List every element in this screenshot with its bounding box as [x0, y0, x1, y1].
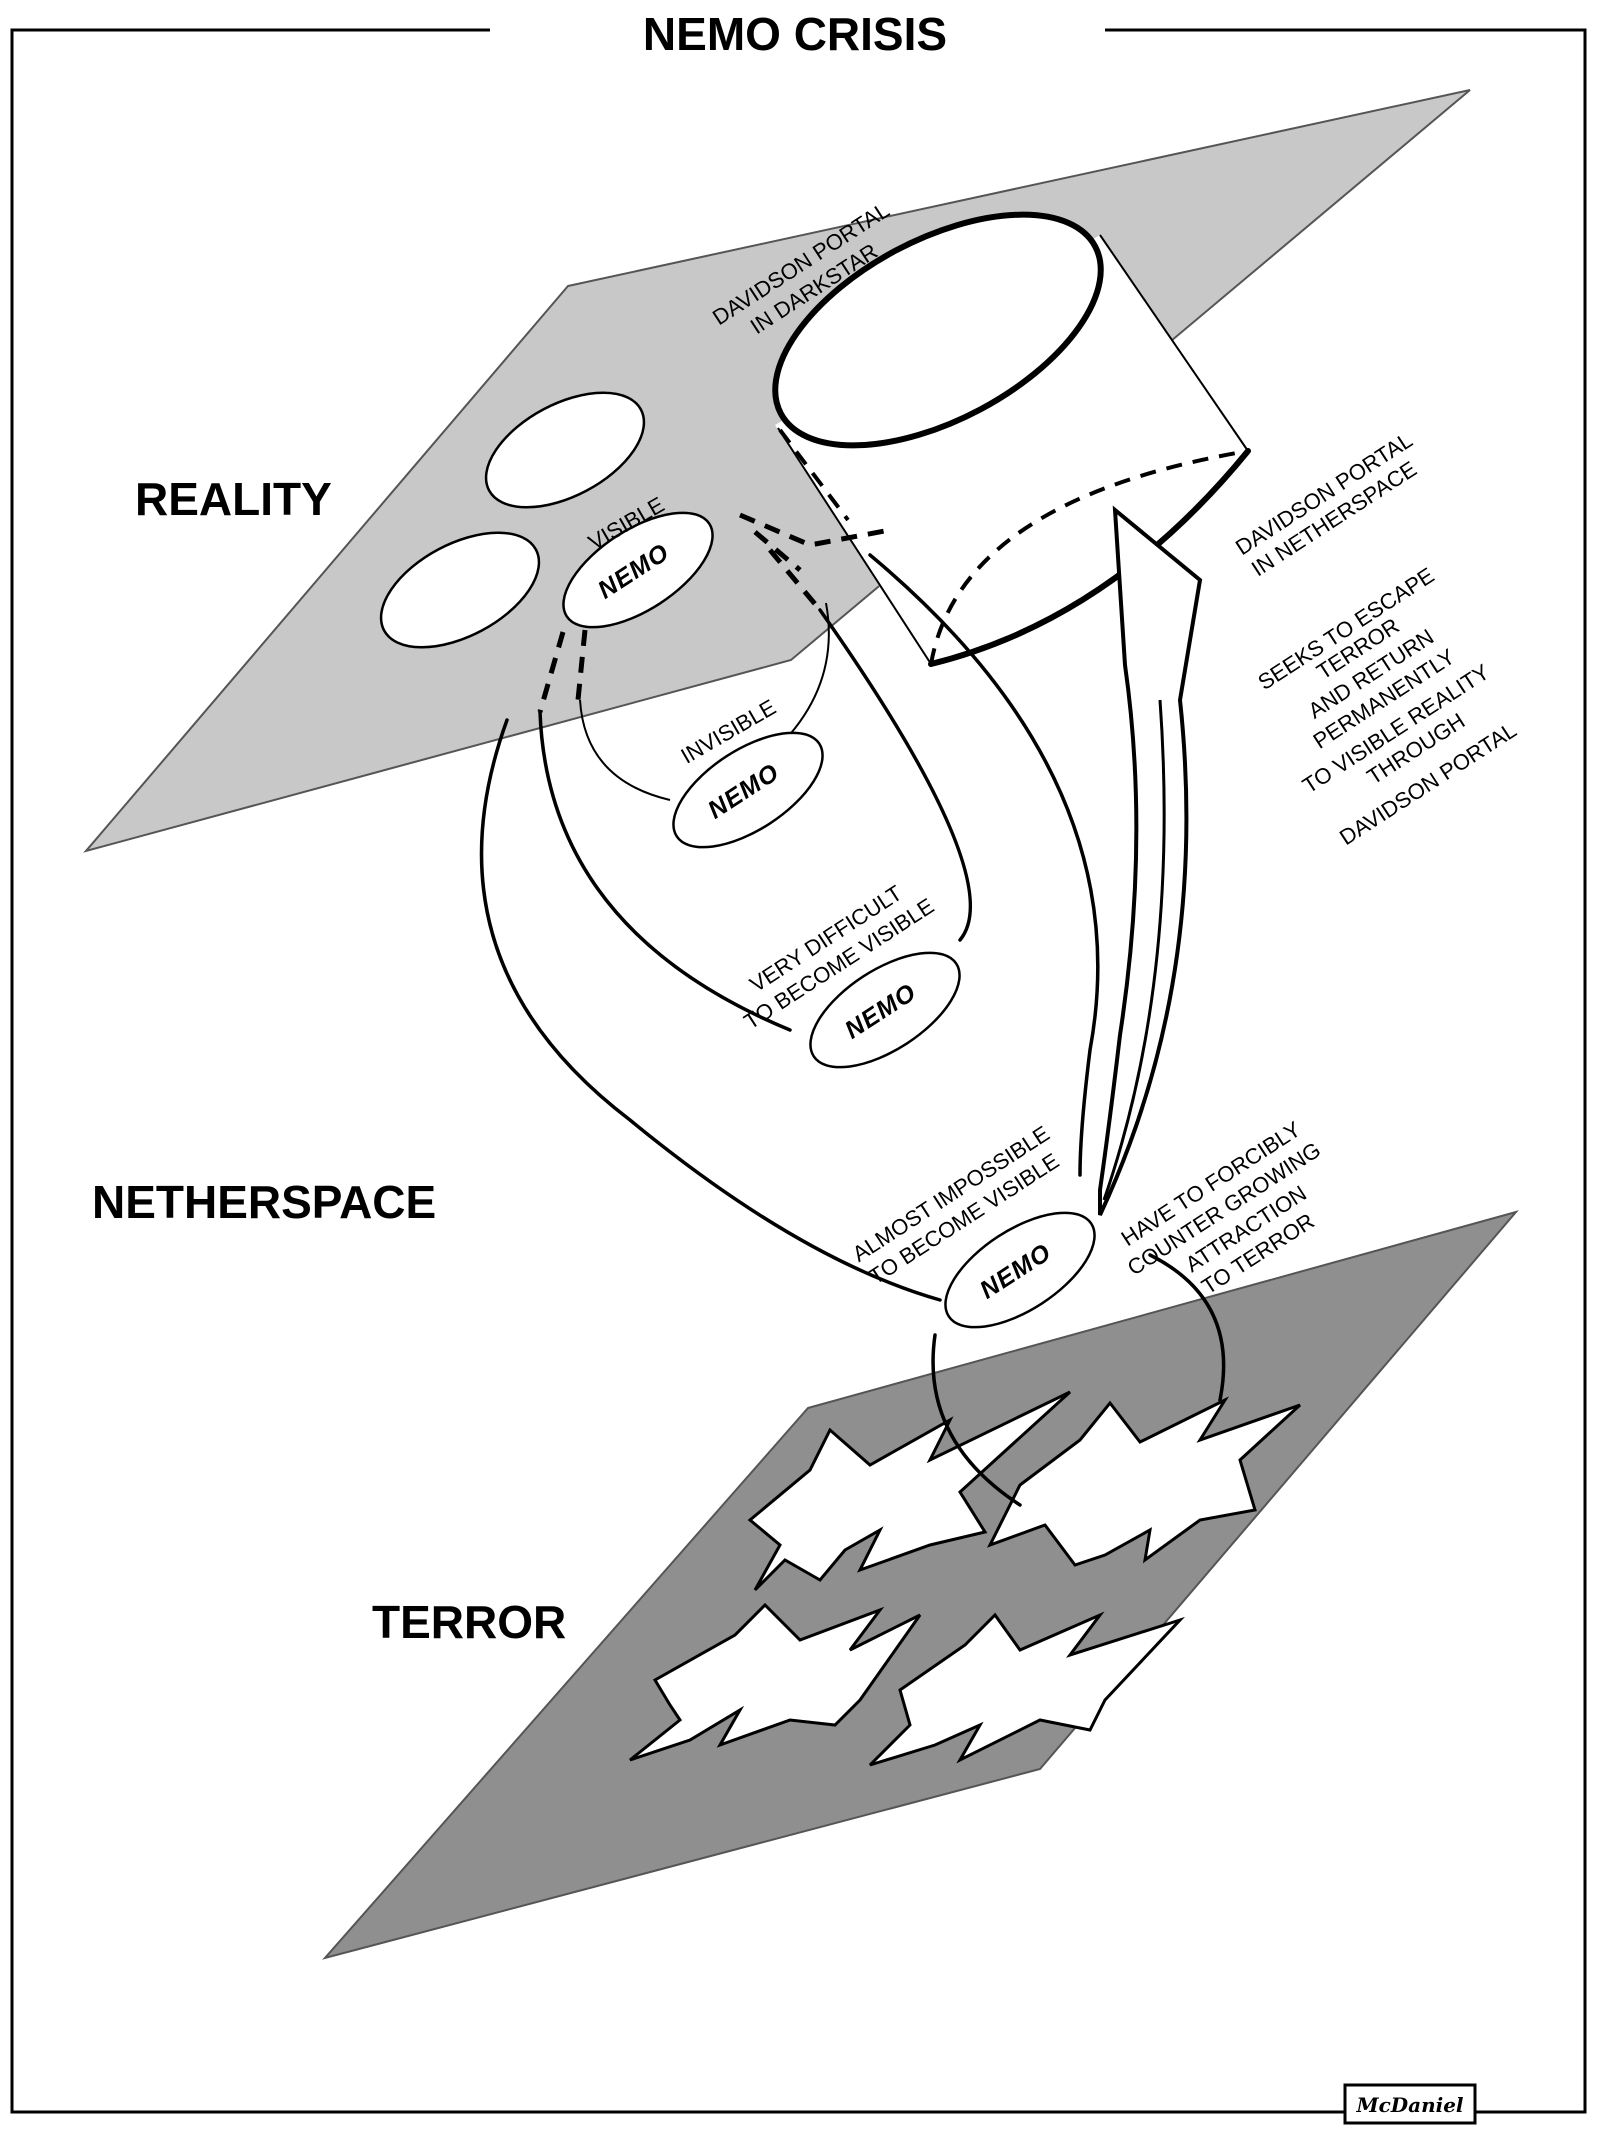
escape-note: SEEKS TO ESCAPE TERROR AND RETURN PERMAN… — [1253, 563, 1521, 851]
layer-label-reality: REALITY — [135, 473, 332, 525]
dashed-lead-1 — [537, 631, 566, 713]
blast-1 — [747, 1390, 1072, 1592]
escape-arrow — [1098, 505, 1203, 1216]
frame — [10, 28, 1587, 2114]
reality-hole-upper — [484, 391, 646, 509]
nemo-invisible: NEMO — [672, 731, 824, 849]
nemo-very-difficult: NEMO — [809, 951, 961, 1069]
signature-text: McDaniel — [1355, 2093, 1463, 2117]
davidson-portal-cylinder — [772, 211, 1251, 667]
layer-label-netherspace: NETHERSPACE — [92, 1176, 436, 1228]
reality-hole-lower — [379, 531, 541, 649]
curve-right-to-almost-impossible — [868, 553, 1100, 1177]
counter-note: HAVE TO FORCIBLY COUNTER GROWING ATTRACT… — [1117, 1116, 1325, 1299]
terror-blasts — [629, 1390, 1302, 1767]
blast-4 — [868, 1611, 1186, 1767]
pull-to-terror-left — [931, 1333, 1022, 1507]
blast-2 — [986, 1396, 1302, 1567]
nemo-almost-impossible: NEMO — [944, 1211, 1096, 1329]
layer-label-terror: TERROR — [372, 1596, 566, 1648]
curve-right-to-very-difficult — [818, 608, 973, 942]
curve-to-very-difficult — [538, 710, 792, 1032]
blast-3 — [629, 1602, 922, 1762]
terror-plane — [322, 1210, 1519, 1960]
curve-to-almost-impossible — [479, 718, 942, 1302]
pull-to-terror-right — [1148, 1253, 1226, 1402]
nemo-visible: NEMO — [562, 511, 714, 629]
dashed-lead-5 — [768, 548, 822, 612]
page-title: NEMO CRISIS — [643, 8, 947, 60]
dashed-lead-4 — [753, 530, 802, 572]
signature-stamp: McDaniel — [1343, 2083, 1477, 2125]
dashed-lead-2 — [575, 629, 588, 701]
